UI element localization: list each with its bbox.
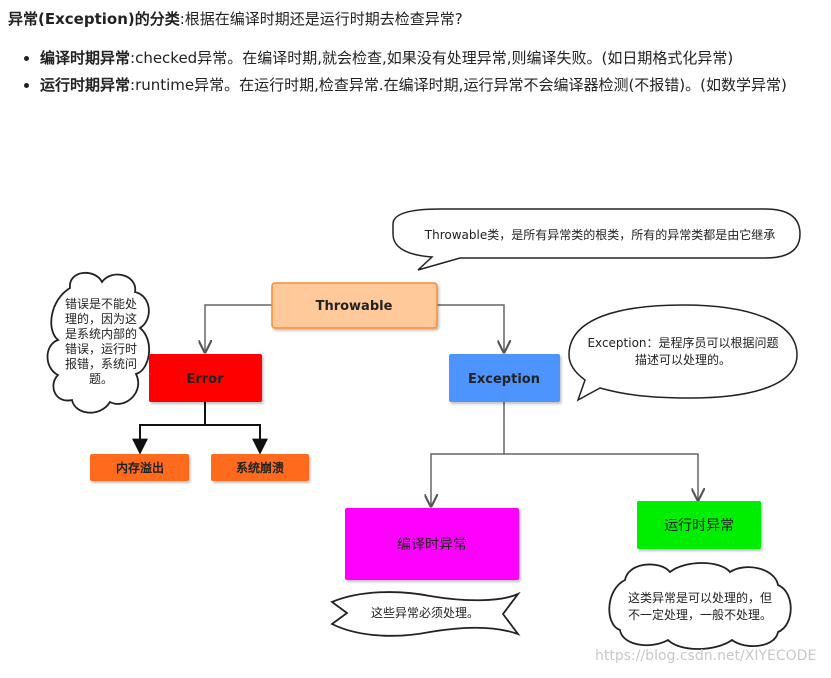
node-crash-label: 系统崩溃 — [236, 460, 284, 475]
edge-throwable-error — [205, 304, 272, 352]
error-cloud-callout: 错误是不能处 理的，因为这 是系统内部的 错误，运行时 报错，系统问 题。 — [46, 272, 151, 414]
error-cloud-line-4: 错误，运行时 — [65, 342, 137, 356]
watermark: https://blog.csdn.net/XIYECODE — [595, 648, 817, 664]
edge-exception-runtime — [504, 453, 698, 500]
throwable-callout-text: Throwable类，是所有异常类的根类，所有的异常类都是由它继承 — [424, 227, 775, 242]
error-cloud-line-6: 题。 — [89, 372, 113, 386]
node-runtime-label: 运行时异常 — [664, 518, 734, 534]
node-runtime: 运行时异常 — [637, 501, 761, 549]
list-item-runtime-text: :runtime异常。在运行时期,检查异常.在编译时期,运行异常不会编译器检测(… — [130, 76, 787, 94]
runtime-cloud-callout: 这类异常是可以处理的，但 不一定处理，一般不处理。 — [608, 562, 792, 650]
list-item-checked: 编译时期异常:checked异常。在编译时期,就会检查,如果没有处理异常,则编译… — [40, 46, 831, 71]
exception-callout-line-2: 描述可以处理的。 — [635, 352, 731, 367]
node-oom-label: 内存溢出 — [116, 460, 164, 475]
node-error: Error — [149, 354, 262, 402]
node-checked: 编译时异常 — [345, 508, 519, 580]
exception-callout-line-1: Exception：是程序员可以根据问题 — [587, 335, 778, 350]
error-cloud-line-3: 是系统内部的 — [65, 326, 137, 341]
exception-callout: Exception：是程序员可以根据问题 描述可以处理的。 — [568, 304, 798, 402]
node-throwable-label: Throwable — [316, 299, 393, 314]
node-error-label: Error — [186, 372, 224, 387]
node-exception-label: Exception — [468, 372, 540, 387]
error-cloud-line-5: 报错，系统问 — [65, 356, 137, 371]
heading-text: :根据在编译时期还是运行时期去检查异常? — [179, 10, 463, 28]
edge-error-oom — [132, 402, 206, 455]
edge-error-crash — [205, 424, 268, 455]
list-item-checked-title: 编译时期异常 — [40, 49, 131, 67]
node-throwable: Throwable — [271, 282, 438, 329]
edge-exception-checked — [431, 402, 505, 506]
node-oom: 内存溢出 — [90, 454, 189, 481]
classification-list: 编译时期异常:checked异常。在编译时期,就会检查,如果没有处理异常,则编译… — [20, 46, 831, 100]
throwable-callout: Throwable类，是所有异常类的根类，所有的异常类都是由它继承 — [392, 208, 801, 271]
list-item-checked-text: :checked异常。在编译时期,就会检查,如果没有处理异常,则编译失败。(如日… — [130, 49, 734, 67]
node-crash: 系统崩溃 — [211, 454, 309, 481]
list-item-runtime: 运行时期异常:runtime异常。在运行时期,检查异常.在编译时期,运行异常不会… — [40, 73, 831, 98]
node-exception: Exception — [449, 354, 560, 402]
page-heading: 异常(Exception)的分类:根据在编译时期还是运行时期去检查异常? — [8, 8, 463, 30]
checked-banner-text: 这些异常必须处理。 — [371, 605, 479, 620]
error-cloud-line-1: 错误是不能处 — [65, 297, 137, 311]
runtime-cloud-line-2: 不一定处理，一般不处理。 — [628, 607, 772, 622]
runtime-cloud-line-1: 这类异常是可以处理的，但 — [628, 590, 772, 605]
heading-bold: 异常(Exception)的分类 — [8, 10, 180, 28]
node-checked-label: 编译时异常 — [397, 537, 467, 553]
error-cloud-line-2: 理的，因为这 — [65, 311, 137, 326]
connectors — [132, 304, 698, 506]
list-item-runtime-title: 运行时期异常 — [40, 76, 131, 94]
edge-throwable-exception — [437, 304, 504, 352]
checked-banner-callout: 这些异常必须处理。 — [330, 591, 521, 637]
